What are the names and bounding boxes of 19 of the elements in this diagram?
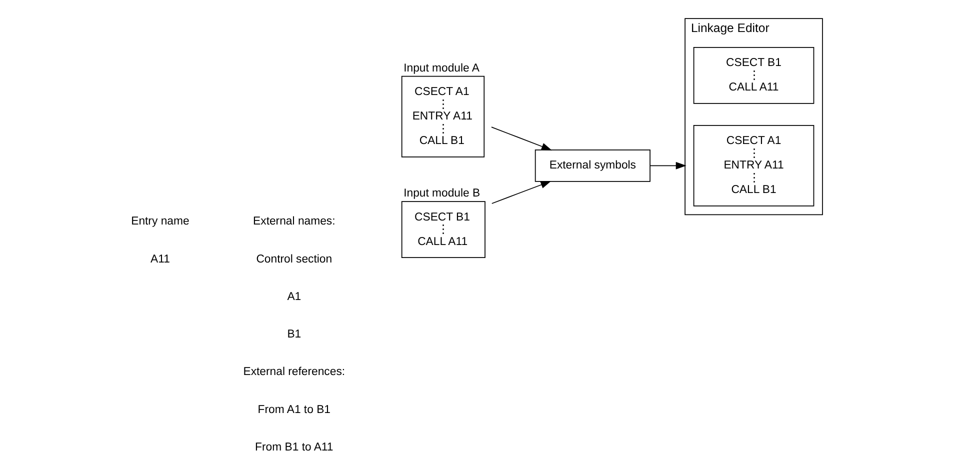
label: External references: (242, 366, 345, 378)
node-box: CSECT B1 ⋮ CALL A11 (692, 47, 814, 104)
node-box: CSECT A1 ⋮ ENTRY A11 ⋮ CALL B1 (692, 124, 814, 206)
label: Entry name (130, 216, 189, 228)
node-box: External symbols (534, 149, 650, 182)
label: B1 (286, 328, 301, 341)
node-label: Input module B (403, 188, 480, 200)
label: From B1 to A11 (254, 442, 333, 454)
arrow (490, 126, 552, 150)
label: From A1 to B1 (257, 404, 330, 416)
arrow (649, 162, 686, 170)
node-box: CSECT B1 ⋮ CALL A11 (400, 201, 485, 258)
arrow (490, 181, 551, 204)
label: A1 (286, 290, 301, 303)
label: A11 (150, 253, 170, 266)
label: External names: (252, 216, 335, 228)
node-label: Input module A (403, 62, 479, 74)
label: Control section (256, 253, 332, 266)
node-box: CSECT A1 ⋮ ENTRY A11 ⋮ CALL B1 (400, 76, 484, 158)
